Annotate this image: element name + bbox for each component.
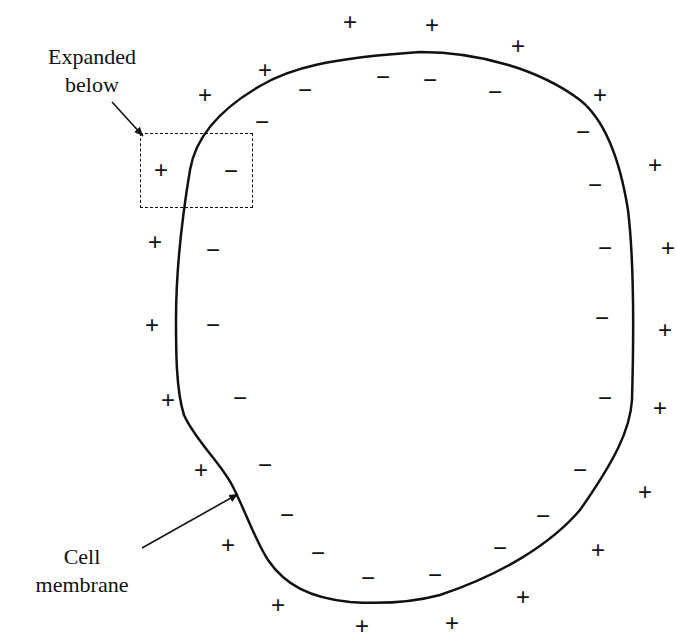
- negative-charge: −: [428, 563, 442, 587]
- callout-label: Cell membrane: [22, 543, 142, 598]
- negative-charge: −: [595, 306, 609, 330]
- positive-charge: +: [638, 480, 652, 504]
- negative-charge: −: [588, 173, 602, 197]
- positive-charge: +: [661, 236, 675, 260]
- positive-charge: +: [653, 396, 667, 420]
- positive-charge: +: [258, 58, 272, 82]
- positive-charge: +: [445, 611, 459, 635]
- negative-charge: −: [298, 78, 312, 102]
- positive-charge: +: [194, 458, 208, 482]
- positive-charge: +: [648, 153, 662, 177]
- positive-charge: +: [593, 83, 607, 107]
- dashed-box: +−: [140, 133, 253, 208]
- positive-charge: +: [271, 593, 285, 617]
- positive-charge: +: [145, 313, 159, 337]
- positive-charge: +: [355, 614, 369, 638]
- negative-charge: −: [598, 386, 612, 410]
- positive-charge: +: [343, 10, 357, 34]
- negative-charge: −: [233, 386, 247, 410]
- negative-charge: −: [206, 238, 220, 262]
- positive-charge: +: [161, 388, 175, 412]
- positive-charge: +: [221, 533, 235, 557]
- negative-charge: −: [536, 504, 550, 528]
- negative-charge: −: [576, 120, 590, 144]
- positive-charge: +: [425, 13, 439, 37]
- negative-charge: −: [423, 68, 437, 92]
- positive-charge: +: [511, 34, 525, 58]
- negative-charge: −: [488, 80, 502, 104]
- positive-charge: +: [516, 585, 530, 609]
- positive-charge: +: [154, 158, 168, 182]
- negative-charge: −: [573, 458, 587, 482]
- leader-arrow: [112, 102, 143, 136]
- positive-charge: +: [591, 538, 605, 562]
- negative-charge: −: [280, 503, 294, 527]
- positive-charge: +: [148, 230, 162, 254]
- negative-charge: −: [255, 110, 269, 134]
- negative-charge: −: [311, 541, 325, 565]
- negative-charge: −: [493, 536, 507, 560]
- callout-label: Expanded below: [27, 43, 157, 98]
- cell-membrane-outline: [176, 52, 633, 603]
- negative-charge: −: [258, 453, 272, 477]
- positive-charge: +: [658, 318, 672, 342]
- negative-charge: −: [224, 159, 238, 183]
- negative-charge: −: [376, 65, 390, 89]
- negative-charge: −: [598, 236, 612, 260]
- negative-charge: −: [361, 566, 375, 590]
- positive-charge: +: [198, 83, 212, 107]
- negative-charge: −: [206, 313, 220, 337]
